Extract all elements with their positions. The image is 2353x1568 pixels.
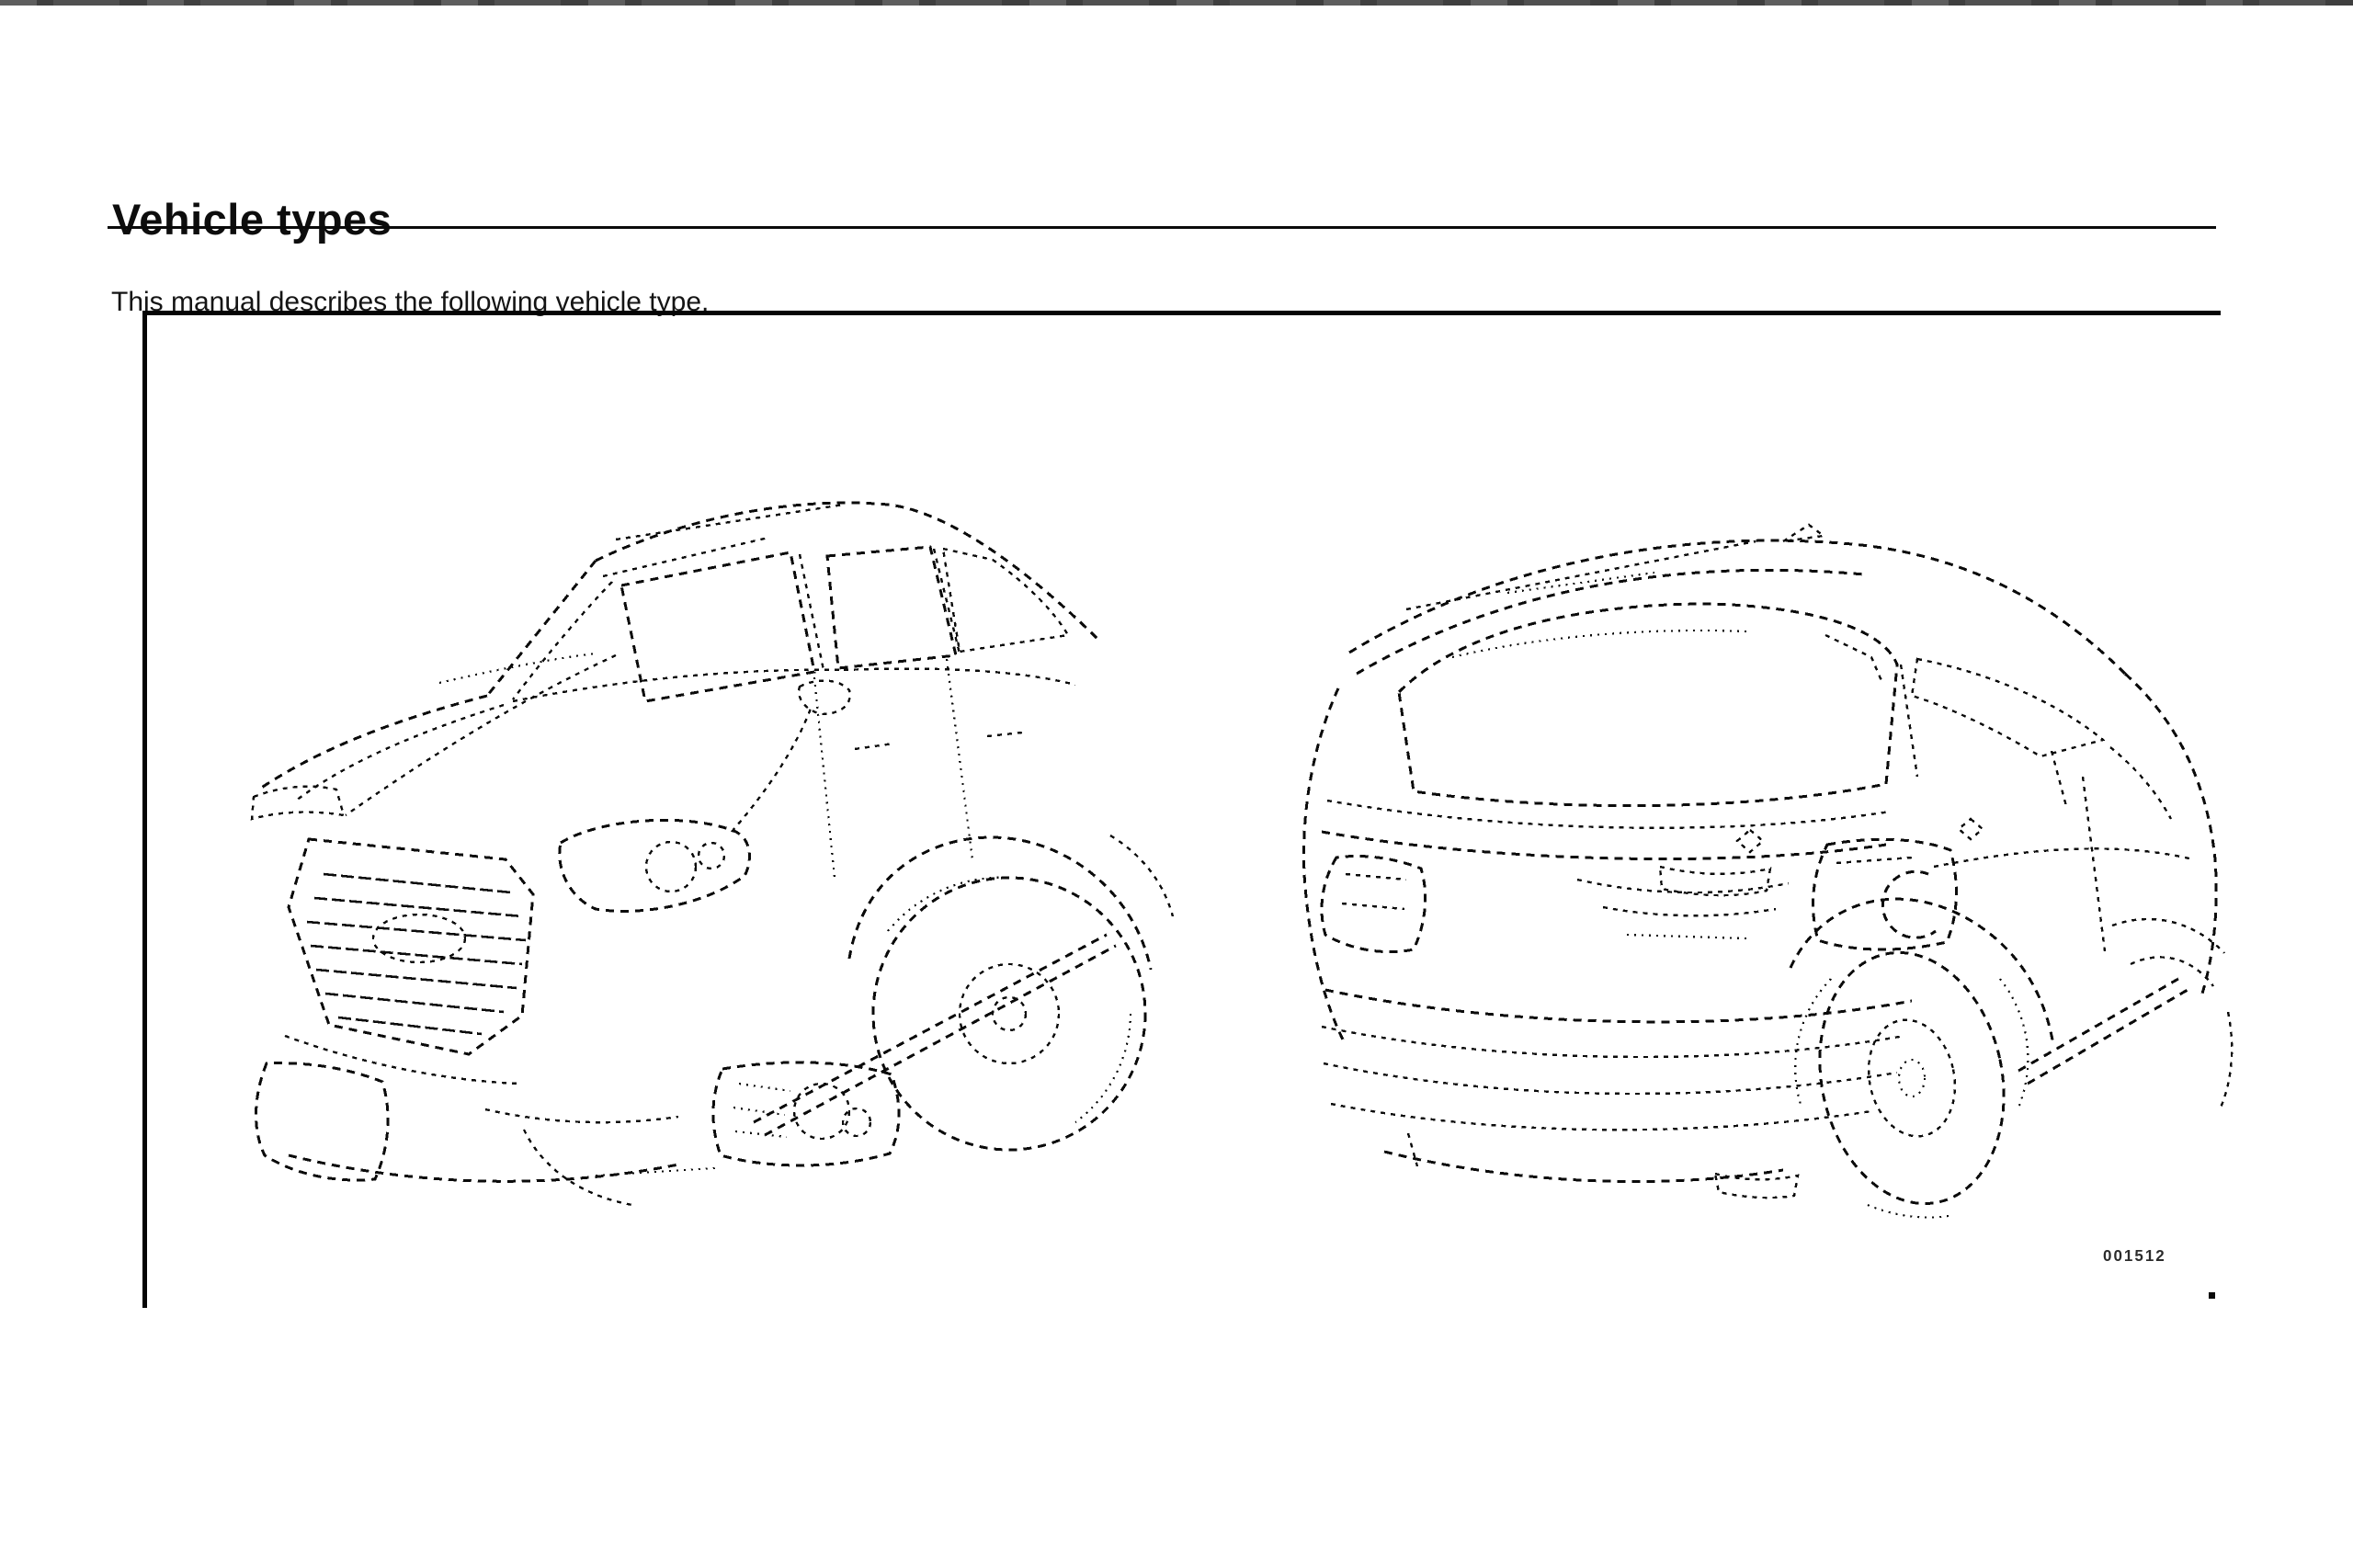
- vehicle-rear-illustration: [1302, 523, 2234, 1219]
- figure-period-dot: [2209, 1292, 2215, 1299]
- vehicle-front-illustration: [250, 501, 1175, 1207]
- vehicle-figure-box: 001512: [142, 311, 2234, 1308]
- heading-rule: [108, 226, 2216, 229]
- figure-code: 001512: [2103, 1246, 2166, 1266]
- window-top-edge: [0, 0, 2353, 6]
- page-title: Vehicle types: [112, 195, 392, 244]
